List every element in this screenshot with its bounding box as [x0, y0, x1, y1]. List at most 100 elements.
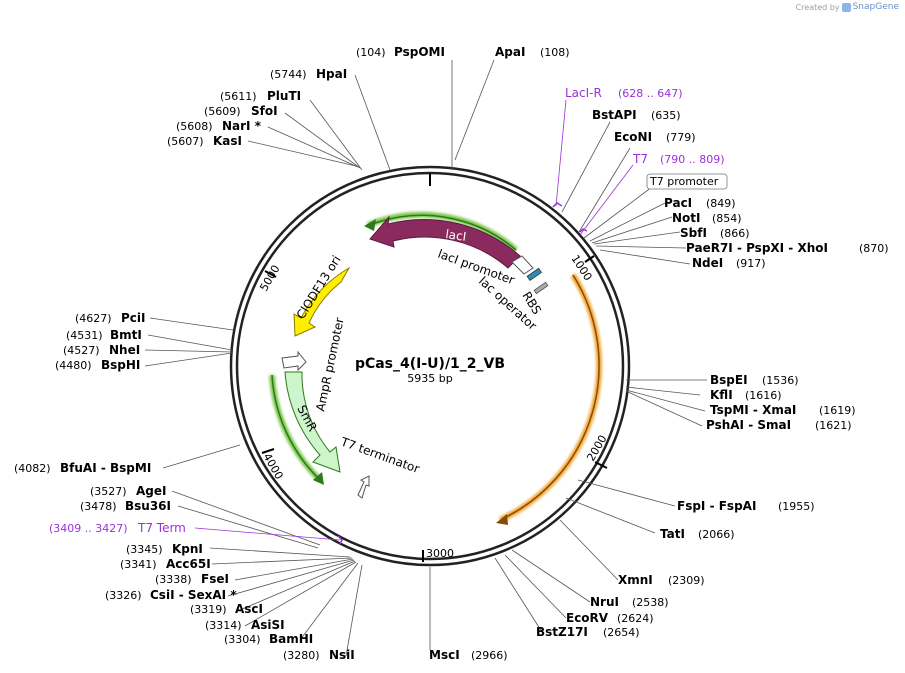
- site-apai: ApaI (108): [495, 45, 570, 59]
- site-sbfi: SbfI(866): [680, 226, 750, 240]
- svg-text:(870): (870): [859, 242, 889, 255]
- site-ecorv: EcoRV(2624): [566, 611, 654, 625]
- svg-text:(4627): (4627): [75, 312, 112, 325]
- snapgene-logo-icon: [841, 2, 851, 12]
- svg-text:EcoRV: EcoRV: [566, 611, 609, 625]
- site-pluti: (5611) PluTI: [220, 89, 301, 103]
- svg-text:(3280): (3280): [283, 649, 320, 662]
- svg-text:PciI: PciI: [121, 311, 146, 325]
- site-laci-r: LacI-R(628 .. 647): [565, 86, 683, 100]
- svg-text:NotI: NotI: [672, 211, 701, 225]
- svg-text:LacI-R: LacI-R: [565, 86, 602, 100]
- site-sfoi: (5609) SfoI: [204, 104, 278, 118]
- site-nrui: NruI(2538): [590, 595, 669, 609]
- svg-text:BstAPI: BstAPI: [592, 108, 637, 122]
- site-bamhi: (3304)BamHI: [224, 632, 313, 646]
- plasmid-length: 5935 bp: [407, 372, 452, 385]
- svg-text:(2654): (2654): [603, 626, 640, 639]
- svg-text:(5611): (5611): [220, 90, 257, 103]
- svg-text:(2966): (2966): [471, 649, 508, 662]
- site-paci: PacI(849): [664, 196, 736, 210]
- label-t7-terminator: T7 terminator: [338, 434, 421, 476]
- svg-text:PspOMI: PspOMI: [394, 45, 445, 59]
- svg-text:(1536): (1536): [762, 374, 799, 387]
- site-ndei: NdeI (917): [692, 256, 766, 270]
- svg-text:MscI: MscI: [429, 648, 460, 662]
- svg-text:FspI - FspAI: FspI - FspAI: [677, 499, 756, 513]
- svg-text:SfoI: SfoI: [251, 104, 278, 118]
- svg-text:NdeI: NdeI: [692, 256, 723, 270]
- svg-text:T7 promoter: T7 promoter: [649, 175, 719, 188]
- svg-text:(3409 .. 3427): (3409 .. 3427): [49, 522, 128, 535]
- svg-text:Acc65I: Acc65I: [166, 557, 211, 571]
- svg-text:(1616): (1616): [745, 389, 782, 402]
- svg-text:(108): (108): [540, 46, 570, 59]
- svg-text:(3527): (3527): [90, 485, 127, 498]
- site-hpai: (5744)HpaI: [270, 67, 347, 81]
- svg-text:PaeR7I - PspXI - XhoI: PaeR7I - PspXI - XhoI: [686, 241, 828, 255]
- site-pspomi: (104) PspOMI: [356, 45, 445, 59]
- orange-arc-core: [501, 274, 600, 520]
- site-nsii: (3280) NsiI: [283, 648, 355, 662]
- smr-green-arc-core: [271, 374, 321, 481]
- svg-text:(854): (854): [712, 212, 742, 225]
- svg-text:KpnI: KpnI: [172, 542, 203, 556]
- site-fspi: FspI - FspAI(1955): [677, 499, 815, 513]
- site-csii: (3326)CsiI - SexAI *: [105, 588, 237, 602]
- svg-text:CsiI - SexAI *: CsiI - SexAI *: [150, 588, 237, 602]
- svg-text:(2538): (2538): [632, 596, 669, 609]
- svg-text:KflI: KflI: [710, 388, 733, 402]
- feature-lacI-label: lacI: [445, 227, 468, 244]
- svg-text:NsiI: NsiI: [329, 648, 355, 662]
- tick-3000: 3000: [422, 547, 454, 562]
- site-t7-promoter: T7 promoter: [646, 173, 728, 190]
- site-labels: (104) PspOMI ApaI (108) (5744)HpaI (5611) P…: [14, 45, 889, 662]
- svg-text:AscI: AscI: [235, 602, 263, 616]
- credit-brand: SnapGene: [852, 2, 899, 12]
- tick-2000: 2000: [584, 433, 610, 469]
- svg-text:AsiSI: AsiSI: [251, 618, 285, 632]
- svg-text:(2066): (2066): [698, 528, 735, 541]
- rbs-box: [533, 281, 549, 295]
- site-xmni: XmnI (2309): [618, 573, 705, 587]
- smr-arc-head: [313, 472, 324, 485]
- feature-lacI[interactable]: lacI: [369, 215, 521, 269]
- leader-lines: [144, 59, 707, 657]
- svg-text:(1619): (1619): [819, 404, 856, 417]
- svg-text:(5608): (5608): [176, 120, 213, 133]
- svg-text:PluTI: PluTI: [267, 89, 301, 103]
- svg-text:(3304): (3304): [224, 633, 261, 646]
- svg-text:(866): (866): [720, 227, 750, 240]
- svg-text:BmtI: BmtI: [110, 328, 142, 342]
- site-noti: NotI (854): [672, 211, 742, 225]
- svg-text:(4527): (4527): [63, 344, 100, 357]
- svg-text:(3478): (3478): [80, 500, 117, 513]
- svg-text:(5609): (5609): [204, 105, 241, 118]
- svg-text:BspEI: BspEI: [710, 373, 748, 387]
- svg-text:(2309): (2309): [668, 574, 705, 587]
- svg-text:XmnI: XmnI: [618, 573, 653, 587]
- orange-arc-head: [496, 514, 508, 525]
- laci-r-primer-mark: [552, 202, 563, 208]
- site-t7: T7(790 .. 809): [632, 152, 725, 166]
- site-agei: (3527)AgeI: [90, 484, 166, 498]
- svg-text:(917): (917): [736, 257, 766, 270]
- site-kpni: (3345)KpnI: [126, 542, 203, 556]
- svg-text:(3338): (3338): [155, 573, 192, 586]
- lacI-promoter-arrow: [511, 255, 534, 275]
- svg-text:BspHI: BspHI: [101, 358, 140, 372]
- svg-text:(104): (104): [356, 46, 386, 59]
- t7-term-mark: [337, 535, 343, 545]
- snapgene-credit: Created by SnapGene: [796, 2, 899, 12]
- svg-text:ApaI: ApaI: [495, 45, 525, 59]
- feature-clodf13-label: ClODF13 ori: [294, 253, 344, 321]
- site-kfli: KflI (1616): [710, 388, 782, 402]
- svg-text:BstZ17I: BstZ17I: [536, 625, 588, 639]
- site-econi: EcoNI(779): [614, 130, 696, 144]
- svg-text:(3341): (3341): [120, 558, 157, 571]
- label-ampr-promoter: AmpR promoter: [313, 316, 347, 412]
- svg-text:(4531): (4531): [66, 329, 103, 342]
- svg-text:BfuAI - BspMI: BfuAI - BspMI: [60, 461, 151, 475]
- site-tati: TatI(2066): [660, 527, 735, 541]
